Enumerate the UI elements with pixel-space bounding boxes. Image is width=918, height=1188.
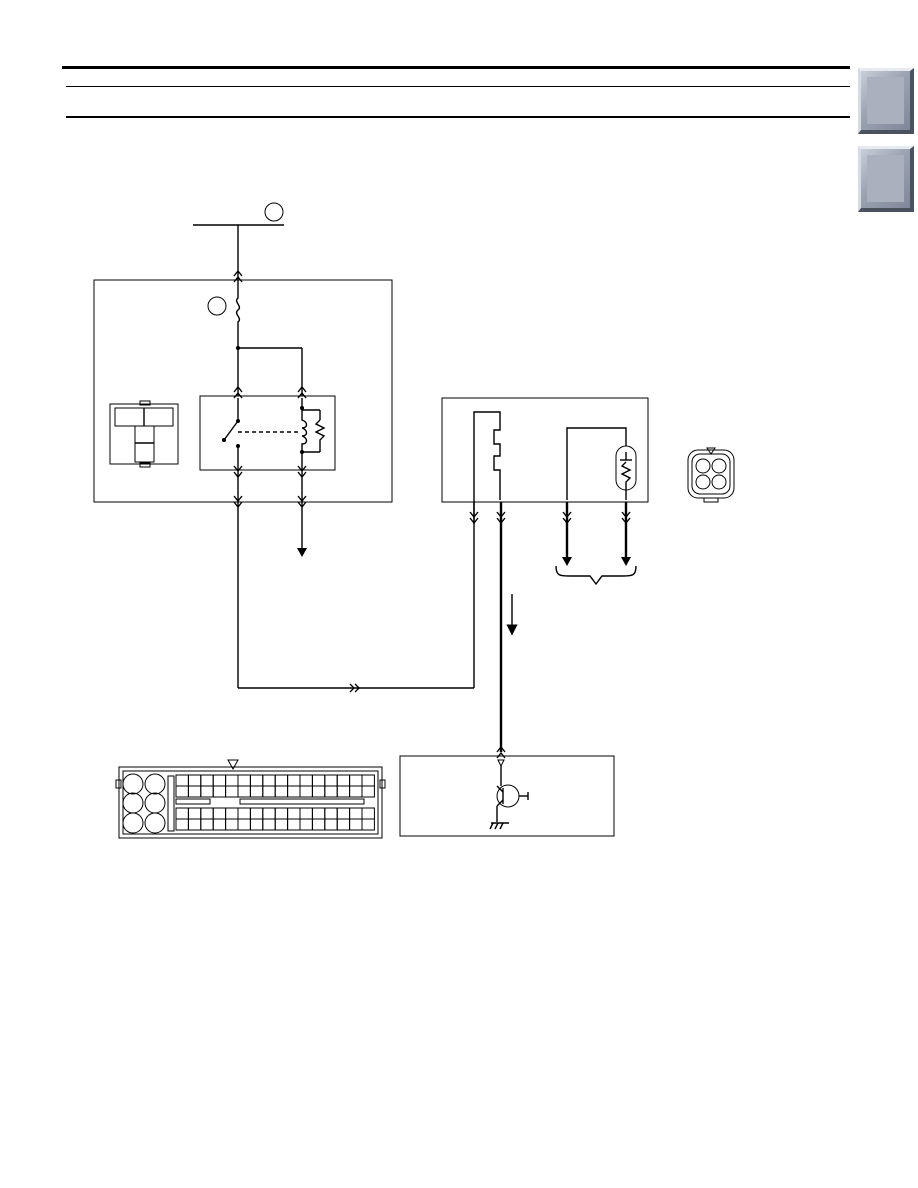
sensor-box: [441, 397, 649, 503]
relay-inner-box: [199, 395, 336, 471]
sensor-connector-face: [687, 447, 735, 503]
connector-pin-cell: [349, 785, 363, 798]
connector-pin-cell: [274, 818, 289, 831]
relay-connector-drawing: [109, 400, 179, 468]
connector-pin-cell: [212, 807, 227, 820]
connector-pin-cell: [249, 774, 264, 787]
connector-pin-cell: [187, 807, 202, 820]
connector-pin-cell: [311, 785, 326, 798]
ground-arrow-icon: [297, 548, 307, 557]
connector-pin-cell: [239, 798, 365, 805]
ecu-box: [399, 755, 615, 837]
connector-pin-cell: [262, 774, 276, 787]
connector-pin-cell: [225, 785, 239, 798]
power-source: [193, 202, 284, 226]
connector-pin-cell: [299, 807, 313, 820]
fuse-icon: [235, 292, 241, 348]
connector-pin-cell: [299, 818, 313, 831]
connector-pin-cell: [274, 807, 289, 820]
connector-pin-cell: [200, 774, 214, 787]
fuse-marker-circle: [207, 296, 227, 316]
header-mid-rule: [66, 86, 850, 87]
connector-pin-cell: [349, 818, 363, 831]
connector-pin-cell: [311, 818, 326, 831]
connector-pin-cell: [324, 807, 338, 820]
header-bottom-rule: [66, 116, 850, 118]
connector-pin-cell: [287, 818, 301, 831]
connector-pin-cell: [225, 818, 239, 831]
connector-pin-cell: [249, 807, 264, 820]
relay-resistor-icon: [314, 419, 326, 452]
connector-pin-cell: [274, 774, 289, 787]
connector-pin-cell: [324, 774, 338, 787]
relay-box: [93, 269, 393, 503]
connector-pin-cell: [225, 807, 239, 820]
connector-pin-cell: [237, 785, 251, 798]
connector-pin-cell: [287, 807, 301, 820]
connector-pin-cell: [249, 818, 264, 831]
side-tab-1-face: [867, 77, 904, 124]
connector-pin-cell: [237, 807, 251, 820]
connector-pin-cell: [237, 818, 251, 831]
connector-pin-cell: [249, 785, 264, 798]
connector-pin-cell: [336, 785, 351, 798]
connector-pin-cell: [324, 818, 338, 831]
transistor-icon: [496, 784, 520, 808]
connector-pin-cell: [212, 785, 227, 798]
connector-pin-cell: [336, 818, 351, 831]
connector-pin-cell: [299, 774, 313, 787]
heater-element-icon: [473, 411, 501, 500]
connector-pin-cell: [287, 785, 301, 798]
header-top-rule: [62, 66, 850, 69]
connector-pin-cell: [349, 774, 363, 787]
connector-pin-cell: [349, 807, 363, 820]
connector-pin-cell: [225, 774, 239, 787]
connector-pin-cell: [361, 785, 375, 798]
wire-connector-chevron: [349, 683, 360, 693]
ecu-connector-face: [115, 759, 386, 839]
connector-pin-cell: [262, 818, 276, 831]
connector-pin-cell: [200, 818, 214, 831]
connector-pin-cell: [175, 818, 189, 831]
connector-pin-cell: [336, 774, 351, 787]
connector-pin-cell: [336, 807, 351, 820]
ground-bracket: [555, 565, 637, 586]
relay-switch-contact: [223, 420, 239, 441]
connector-pin-cell: [361, 818, 375, 831]
connector-pin-cell: [212, 818, 227, 831]
connector-pin-cell: [299, 785, 313, 798]
connector-pin-cell: [187, 774, 202, 787]
connector-pin-cell: [175, 807, 189, 820]
connector-pin-cell: [311, 807, 326, 820]
connector-pin-cell: [175, 774, 189, 787]
connector-pin-cell: [200, 807, 214, 820]
relay-coil-icon: [301, 408, 308, 452]
connector-pin-cell: [262, 807, 276, 820]
connector-pin-cell: [287, 774, 301, 787]
connector-pin-cell: [187, 785, 202, 798]
side-tab-2-face: [867, 155, 904, 202]
connector-pin-cell: [361, 807, 375, 820]
connector-pin-cell: [262, 785, 276, 798]
connector-pin-cell: [311, 774, 326, 787]
connector-pin-cell: [175, 798, 211, 805]
ecu-ground-icon: [489, 822, 509, 830]
source-marker-circle: [264, 202, 284, 222]
connector-pin-cell: [324, 785, 338, 798]
connector-pin-cell: [200, 785, 214, 798]
side-tab-2[interactable]: [858, 146, 914, 212]
connector-pin-cell: [187, 818, 202, 831]
connector-pin-cell: [237, 774, 251, 787]
connector-pin-cell: [212, 774, 227, 787]
connector-pin-cell: [175, 785, 189, 798]
connector-pin-cell: [274, 785, 289, 798]
side-tab-1[interactable]: [858, 68, 914, 134]
connector-pin-cell: [361, 774, 375, 787]
